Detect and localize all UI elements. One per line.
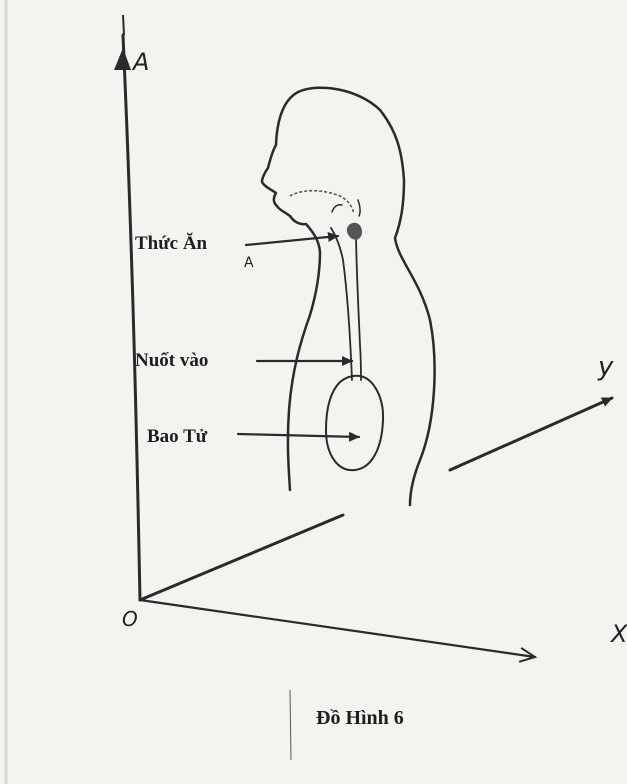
y-axis-upper bbox=[450, 398, 612, 470]
body-silhouette bbox=[262, 88, 435, 505]
x-axis-label: X bbox=[611, 620, 627, 648]
esophagus-inner bbox=[356, 230, 361, 380]
epiglottis bbox=[332, 205, 342, 212]
uvula bbox=[358, 200, 360, 216]
y-axis-label: y bbox=[598, 352, 613, 382]
vertical-axis-label: A bbox=[133, 48, 149, 76]
x-axis bbox=[140, 600, 535, 657]
caption-divider bbox=[290, 690, 291, 760]
vertical-axis-cap bbox=[123, 15, 124, 35]
vertical-axis-arrowhead bbox=[114, 48, 131, 70]
stomach-label: Bao Tử bbox=[147, 426, 207, 448]
food-bolus bbox=[347, 223, 362, 240]
stomach-outline bbox=[326, 376, 383, 470]
food-marker: A bbox=[244, 255, 254, 271]
stomach-arrow bbox=[238, 434, 359, 437]
vertical-axis bbox=[123, 35, 140, 600]
swallow-label: Nuốt vào bbox=[135, 350, 208, 372]
esophagus-outer bbox=[331, 228, 352, 380]
y-axis-lower bbox=[140, 515, 343, 600]
food-label: Thức Ăn bbox=[135, 233, 207, 255]
origin-label: O bbox=[122, 607, 138, 631]
food-arrow bbox=[246, 236, 338, 245]
mouth-passage bbox=[290, 191, 354, 214]
figure-caption: Đồ Hình 6 bbox=[316, 707, 404, 730]
